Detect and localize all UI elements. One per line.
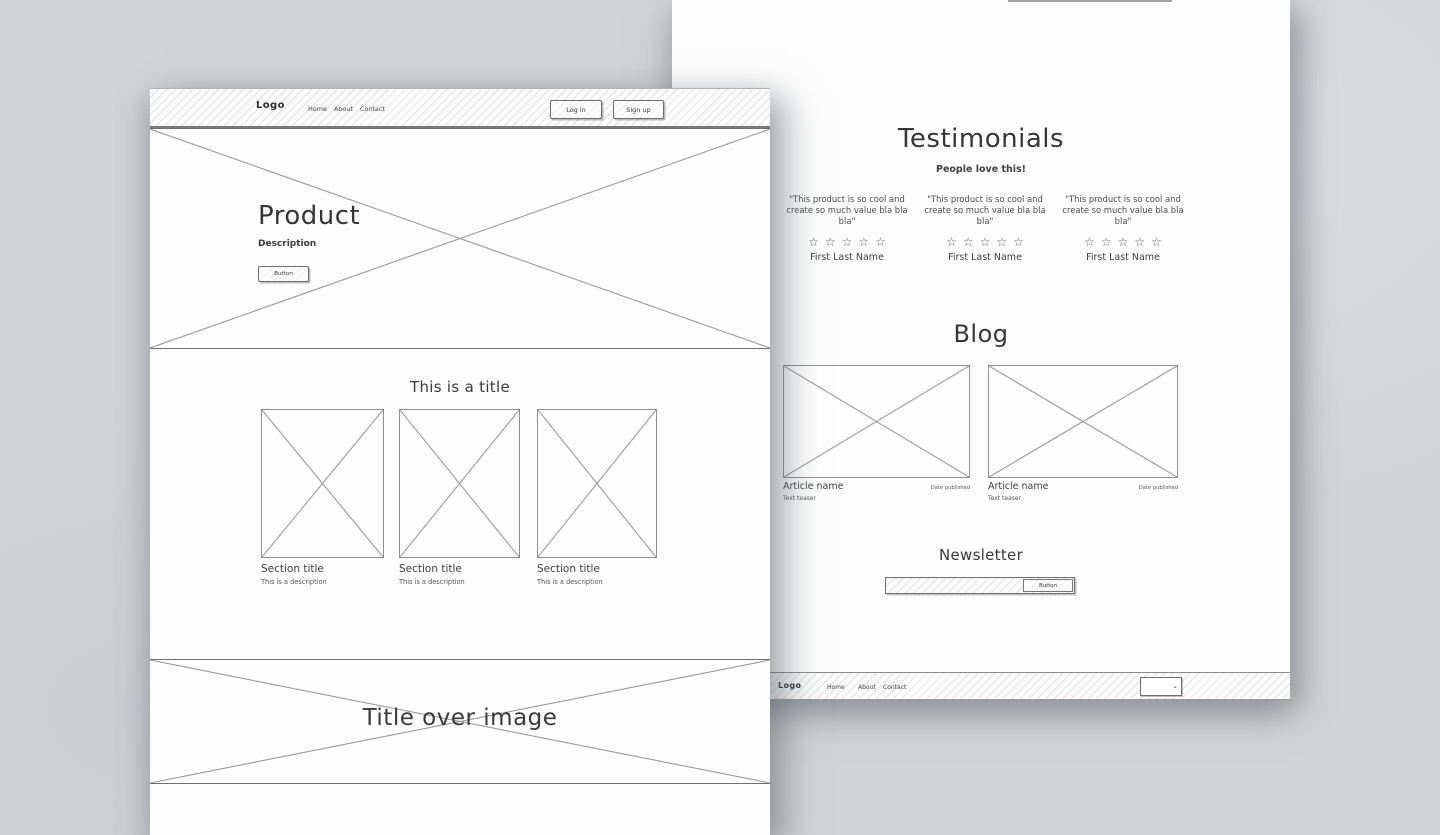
article-image-placeholder xyxy=(783,365,970,478)
testimonial-quote: "This product is so cool and create so m… xyxy=(786,194,908,227)
testimonial-quote: "This product is so cool and create so m… xyxy=(1062,194,1184,227)
footer-nav-about[interactable]: About xyxy=(858,684,876,691)
login-button[interactable]: Log in xyxy=(550,100,602,119)
star-icon: ☆ xyxy=(1100,235,1112,250)
banner-title: Title over image xyxy=(362,705,558,731)
hero-cta-button[interactable]: Button xyxy=(258,266,309,282)
feature-image-placeholder xyxy=(537,409,657,558)
blog-heading: Blog xyxy=(953,320,1009,348)
star-icon: ☆ xyxy=(824,235,836,250)
rating-stars: ☆ ☆ ☆ ☆ ☆ xyxy=(946,236,1024,248)
feature-title: Section title xyxy=(537,563,600,575)
feature-description: This is a description xyxy=(261,578,327,586)
testimonials-subheading: People love this! xyxy=(935,164,1026,175)
star-icon: ☆ xyxy=(1134,235,1146,250)
star-icon: ☆ xyxy=(1013,235,1024,250)
star-icon: ☆ xyxy=(962,235,974,250)
x-cross-icon xyxy=(989,366,1177,477)
wireframe-page-1: Logo Home About Contact Log in Sign up P… xyxy=(150,88,770,835)
x-cross-icon xyxy=(538,410,656,557)
star-icon: ☆ xyxy=(1117,235,1129,250)
feature-description: This is a description xyxy=(537,578,603,586)
nav-about[interactable]: About xyxy=(334,105,353,113)
x-cross-icon xyxy=(150,129,770,348)
cropped-section-edge xyxy=(1008,0,1172,2)
x-cross-icon xyxy=(784,366,969,477)
article-date: Date published xyxy=(1138,485,1178,491)
star-icon: ☆ xyxy=(946,235,957,250)
feature-image-placeholder xyxy=(399,409,520,558)
star-icon: ☆ xyxy=(1084,235,1095,250)
header-logo: Logo xyxy=(256,100,285,111)
article-meta: Article name Date published xyxy=(783,481,970,492)
testimonial-quote: "This product is so cool and create so m… xyxy=(924,194,1046,227)
testimonial-card: "This product is so cool and create so m… xyxy=(916,194,1054,263)
testimonial-card: "This product is so cool and create so m… xyxy=(778,194,916,263)
x-cross-icon xyxy=(262,410,383,557)
testimonials-row: "This product is so cool and create so m… xyxy=(778,194,1192,263)
hero-image-placeholder xyxy=(150,128,770,349)
star-icon: ☆ xyxy=(858,235,870,250)
star-icon: ☆ xyxy=(808,235,819,250)
footer-logo: Logo xyxy=(778,681,802,690)
article-teaser: Text teaser xyxy=(988,495,1022,502)
star-icon: ☆ xyxy=(1151,235,1162,250)
nav-home[interactable]: Home xyxy=(308,105,327,113)
star-icon: ☆ xyxy=(841,235,853,250)
x-cross-icon xyxy=(400,410,519,557)
rating-stars: ☆ ☆ ☆ ☆ ☆ xyxy=(808,236,886,248)
star-icon: ☆ xyxy=(979,235,991,250)
newsletter-heading: Newsletter xyxy=(938,546,1024,564)
star-icon: ☆ xyxy=(996,235,1008,250)
rating-stars: ☆ ☆ ☆ ☆ ☆ xyxy=(1084,236,1162,248)
article-date: Date published xyxy=(930,485,970,491)
testimonial-card: "This product is so cool and create so m… xyxy=(1054,194,1192,263)
footer-nav-contact[interactable]: Contact xyxy=(883,684,907,691)
hero-description: Description xyxy=(258,239,317,249)
testimonial-author: First Last Name xyxy=(810,252,884,264)
feature-description: This is a description xyxy=(399,578,465,586)
feature-image-placeholder xyxy=(261,409,384,558)
footer: Logo Home About Contact ⌄ xyxy=(672,672,1290,700)
article-image-placeholder xyxy=(988,365,1178,478)
nav-contact[interactable]: Contact xyxy=(360,105,385,113)
testimonials-heading: Testimonials xyxy=(897,124,1065,154)
footer-dropdown[interactable]: ⌄ xyxy=(1140,677,1182,696)
testimonial-author: First Last Name xyxy=(948,252,1022,264)
feature-title: Section title xyxy=(261,563,324,575)
signup-button[interactable]: Sign up xyxy=(613,100,664,119)
article-name[interactable]: Article name xyxy=(988,481,1049,492)
hero-title: Product xyxy=(258,201,361,231)
article-meta: Article name Date published xyxy=(988,481,1178,492)
features-heading: This is a title xyxy=(410,378,510,396)
footer-nav-home[interactable]: Home xyxy=(827,684,845,691)
newsletter-submit-button[interactable]: Button xyxy=(1023,579,1073,592)
x-cross-icon xyxy=(150,660,770,783)
article-name[interactable]: Article name xyxy=(783,481,844,492)
banner-image-placeholder xyxy=(150,659,770,784)
wireframe-page-2: Testimonials People love this! "This pro… xyxy=(672,0,1290,700)
feature-title: Section title xyxy=(399,563,462,575)
article-teaser: Text teaser xyxy=(783,495,817,502)
page-header: Logo Home About Contact Log in Sign up xyxy=(150,89,770,128)
star-icon: ☆ xyxy=(875,235,886,250)
testimonial-author: First Last Name xyxy=(1086,252,1160,264)
chevron-down-icon: ⌄ xyxy=(1172,682,1178,690)
newsletter-form: Button xyxy=(885,577,1075,594)
